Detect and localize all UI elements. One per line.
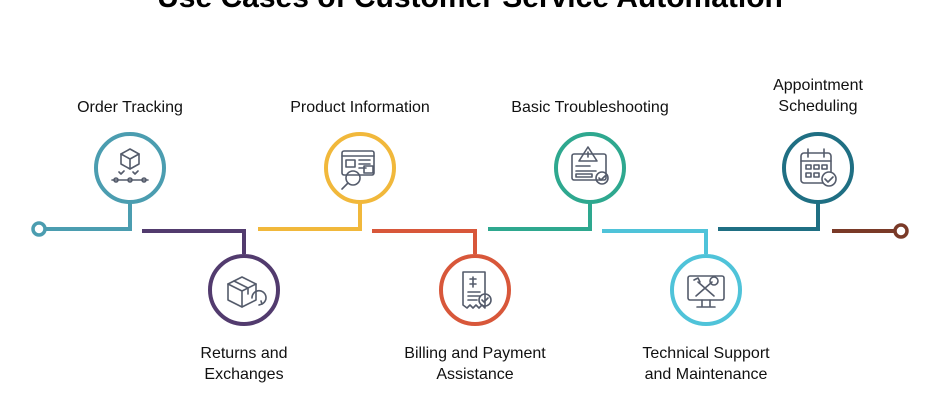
label-line: Basic Troubleshooting <box>511 99 669 116</box>
step-label-appointment: Appointment Scheduling <box>718 75 918 117</box>
warning-screen-icon <box>571 146 609 185</box>
label-line: Billing and Payment <box>404 345 546 362</box>
circle-billing <box>439 254 511 326</box>
step-label-billing: Billing and Payment Assistance <box>365 343 585 385</box>
step-label-order-tracking: Order Tracking <box>30 97 230 118</box>
segment-order-tracking <box>46 203 132 231</box>
end-node <box>893 223 909 239</box>
circle-appointment <box>782 132 854 204</box>
label-line: and Maintenance <box>644 366 768 383</box>
step-label-returns: Returns and Exchanges <box>144 343 344 385</box>
step-label-troubleshooting: Basic Troubleshooting <box>480 97 700 118</box>
segment-billing <box>372 229 477 254</box>
label-line: Order Tracking <box>77 99 183 116</box>
label-line: Exchanges <box>204 366 284 383</box>
start-node <box>31 221 47 237</box>
label-line: Returns and <box>200 345 288 362</box>
segment-returns <box>142 229 246 254</box>
step-label-product-info: Product Information <box>260 97 460 118</box>
segment-appointment <box>718 203 820 231</box>
segment-product-info <box>258 203 362 231</box>
segment-troubleshooting <box>488 203 592 231</box>
label-line: Assistance <box>436 366 514 383</box>
diagram-title: Use Cases of Customer Service Automation <box>0 0 940 16</box>
label-line: Appointment <box>773 77 863 94</box>
segment-tech-support <box>602 229 708 254</box>
step-label-tech-support: Technical Support and Maintenance <box>596 343 816 385</box>
monitor-tools-icon <box>687 275 725 308</box>
label-line: Technical Support <box>642 345 770 362</box>
step-circles <box>94 132 854 326</box>
label-line: Scheduling <box>778 98 858 115</box>
label-line: Product Information <box>290 99 430 116</box>
box-return-icon <box>227 276 267 308</box>
invoice-check-icon <box>462 271 492 309</box>
product-search-icon <box>341 150 375 190</box>
timeline-track <box>31 203 909 254</box>
circle-troubleshooting <box>554 132 626 204</box>
box-tracking-icon <box>111 148 149 183</box>
calendar-check-icon <box>800 148 837 187</box>
